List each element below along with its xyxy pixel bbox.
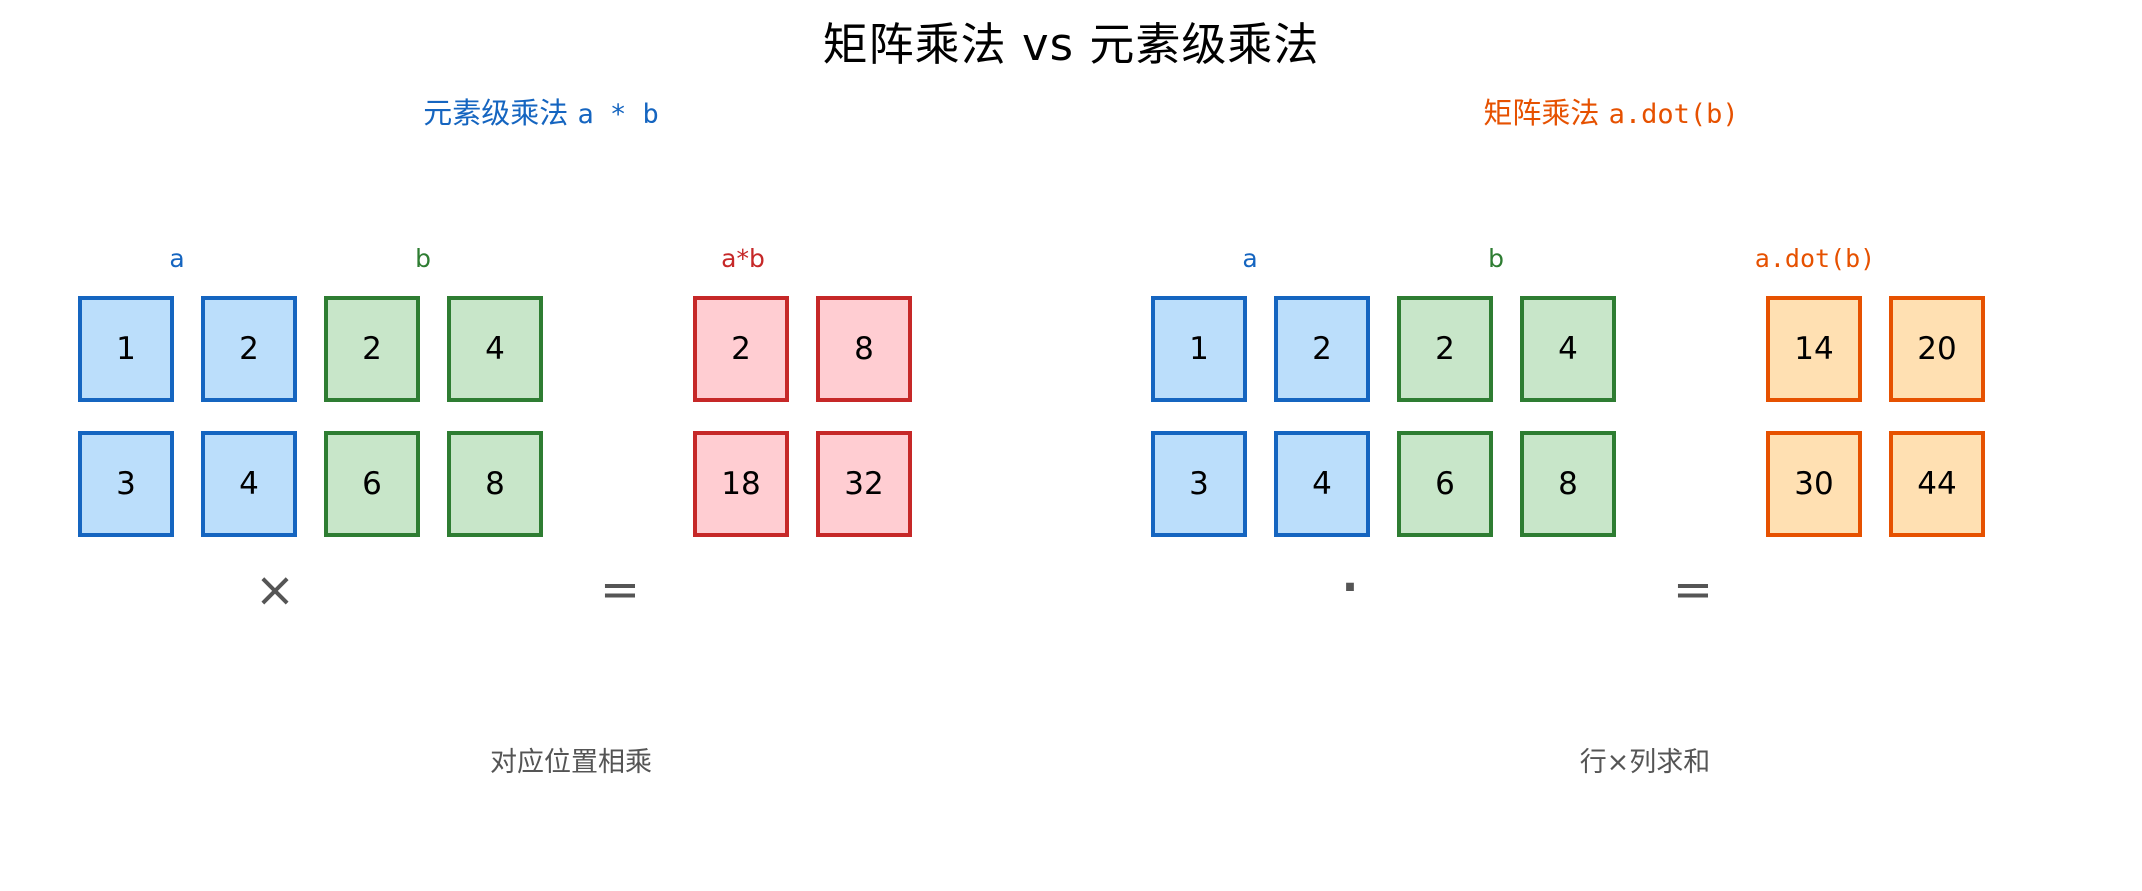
right-result-cell: 14 [1766, 296, 1862, 402]
left-matrix-a-cell: 1 [78, 296, 174, 402]
left-result-cell: 8 [816, 296, 912, 402]
dot-operator: · [1341, 562, 1359, 613]
left-panel-title-code: a * b [577, 99, 659, 130]
left-result-cell: 18 [693, 431, 789, 537]
left-panel-title: 元素级乘法 a * b [423, 90, 659, 132]
left-matrix-b-cell: 6 [324, 431, 420, 537]
right-panel-title-code: a.dot(b) [1608, 99, 1739, 130]
left-matrix-a-label: a [169, 244, 185, 273]
right-result-label: a.dot(b) [1754, 244, 1876, 273]
left-matrix-a-cell: 3 [78, 431, 174, 537]
right-matrix-b-cell: 6 [1397, 431, 1493, 537]
multiply-operator: × [254, 562, 296, 618]
right-matrix-a-cell: 4 [1274, 431, 1370, 537]
right-matrix-a-cell: 3 [1151, 431, 1247, 537]
left-matrix-b-cell: 2 [324, 296, 420, 402]
right-panel-title: 矩阵乘法 a.dot(b) [1483, 90, 1738, 132]
left-result-cell: 32 [816, 431, 912, 537]
left-result-cell: 2 [693, 296, 789, 402]
left-matrix-b-cell: 8 [447, 431, 543, 537]
right-matrix-b-cell: 4 [1520, 296, 1616, 402]
right-matrix-a-label: a [1242, 244, 1258, 273]
right-equals-operator: = [1672, 562, 1714, 618]
left-caption: 对应位置相乘 [490, 747, 652, 778]
right-matrix-b-cell: 8 [1520, 431, 1616, 537]
right-result-cell: 20 [1889, 296, 1985, 402]
right-caption: 行×列求和 [1579, 747, 1711, 778]
left-result-label: a*b [721, 244, 765, 273]
right-result-cell: 44 [1889, 431, 1985, 537]
right-matrix-a-cell: 2 [1274, 296, 1370, 402]
right-matrix-a-cell: 1 [1151, 296, 1247, 402]
page-title: 矩阵乘法 vs 元素级乘法 [822, 18, 1320, 71]
left-equals-operator: = [599, 562, 641, 618]
left-matrix-a-cell: 4 [201, 431, 297, 537]
right-matrix-b-cell: 2 [1397, 296, 1493, 402]
right-matrix-b-label: b [1488, 244, 1504, 273]
left-matrix-b-cell: 4 [447, 296, 543, 402]
left-matrix-b-label: b [415, 244, 431, 273]
left-matrix-a-cell: 2 [201, 296, 297, 402]
right-panel-title-text: 矩阵乘法 [1483, 96, 1600, 130]
left-panel-title-text: 元素级乘法 [423, 96, 569, 130]
right-result-cell: 30 [1766, 431, 1862, 537]
